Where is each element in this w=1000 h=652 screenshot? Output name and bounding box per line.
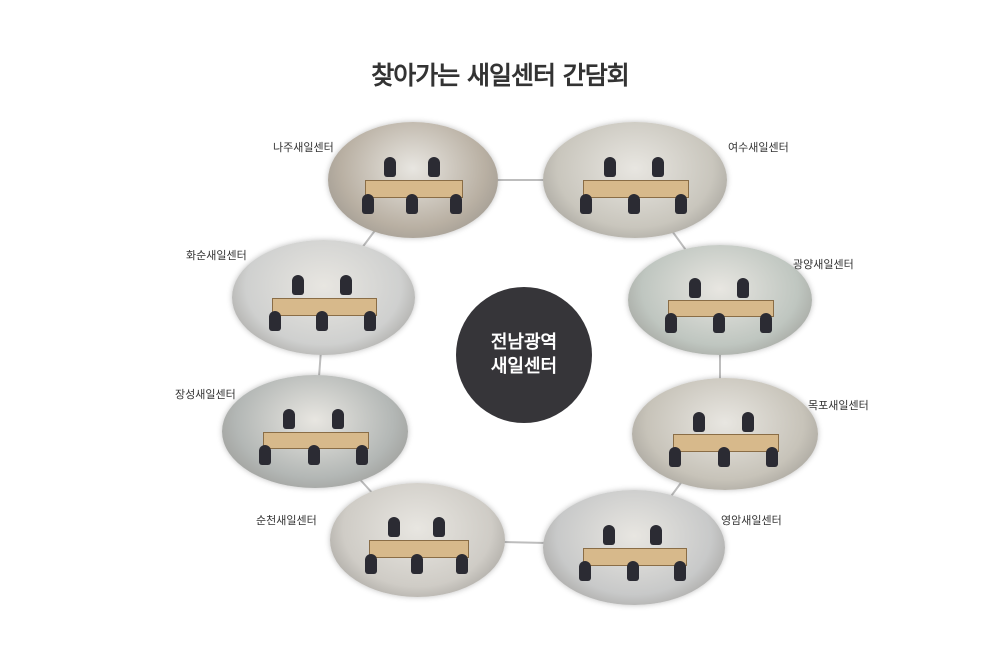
person <box>675 193 688 214</box>
center-label: 영암새일센터 <box>721 514 782 527</box>
meeting-photo <box>543 122 727 238</box>
meeting-photo <box>222 375 408 488</box>
person <box>428 156 441 177</box>
person <box>410 553 423 574</box>
person <box>433 517 446 538</box>
person <box>283 408 296 429</box>
meeting-photo <box>543 490 725 605</box>
person <box>693 411 706 432</box>
center-label: 광양새일센터 <box>793 258 854 271</box>
hub-line2: 새일센터 <box>490 356 558 377</box>
person <box>717 447 730 468</box>
person <box>674 561 687 582</box>
person <box>688 278 701 298</box>
person <box>651 156 664 177</box>
center-label: 순천새일센터 <box>256 514 317 527</box>
page-title: 찾아가는 새일센터 간담회 <box>371 61 629 90</box>
person <box>603 524 616 545</box>
center-label: 화순새일센터 <box>186 249 247 262</box>
person <box>406 193 419 214</box>
person <box>387 517 400 538</box>
person <box>339 274 352 295</box>
center-label: 여수새일센터 <box>728 141 789 154</box>
person <box>760 313 773 334</box>
person <box>450 193 463 214</box>
person <box>603 156 616 177</box>
meeting-photo <box>232 240 415 355</box>
center-label: 나주새일센터 <box>273 141 334 154</box>
person <box>664 313 677 334</box>
person <box>456 553 468 574</box>
person <box>292 274 305 295</box>
person <box>259 445 272 466</box>
person <box>741 411 754 432</box>
meeting-photo <box>632 378 818 490</box>
center-label: 목포새일센터 <box>808 399 869 412</box>
person <box>650 524 663 545</box>
person <box>579 561 592 582</box>
meeting-photo <box>628 245 812 355</box>
person <box>365 553 377 574</box>
person <box>627 193 640 214</box>
meeting-photo <box>328 122 498 238</box>
meeting-photo <box>330 483 505 597</box>
person <box>316 311 329 332</box>
person <box>736 278 749 298</box>
person <box>384 156 397 177</box>
person <box>669 447 682 468</box>
center-label: 장성새일센터 <box>175 388 236 401</box>
person <box>268 311 281 332</box>
person <box>331 408 344 429</box>
person <box>712 313 725 334</box>
hub-line1: 전남광역 <box>490 332 558 353</box>
person <box>765 447 778 468</box>
person <box>579 193 592 214</box>
person <box>307 445 320 466</box>
person <box>355 445 368 466</box>
person <box>363 311 376 332</box>
person <box>362 193 374 214</box>
person <box>626 561 639 582</box>
